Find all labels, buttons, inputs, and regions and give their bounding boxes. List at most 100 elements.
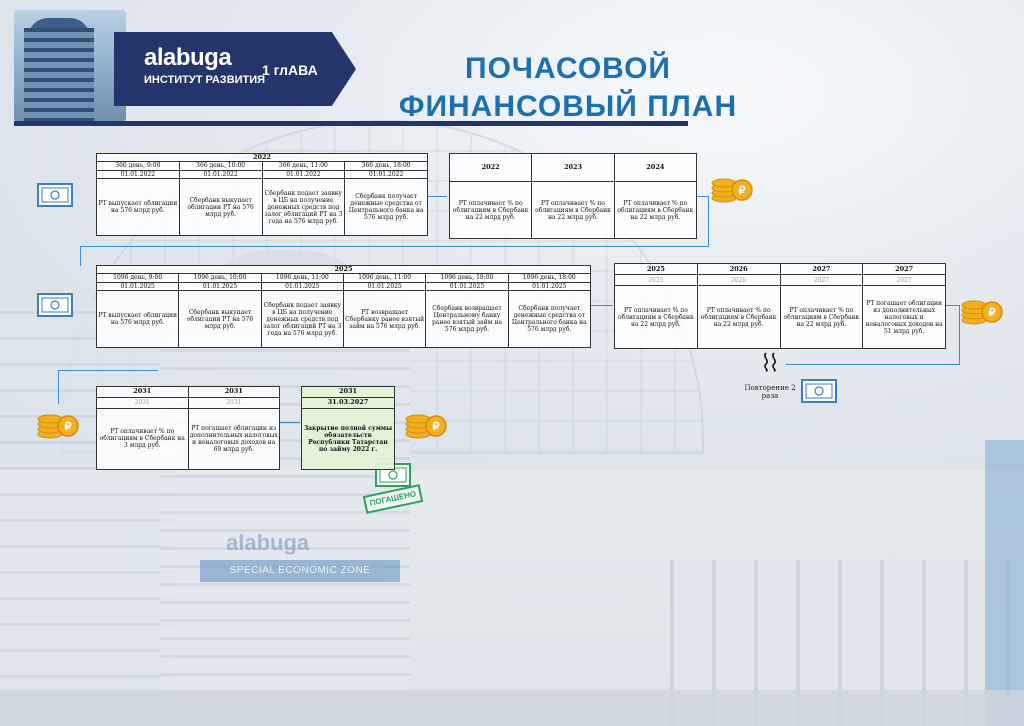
ghost-year-cell: 2031	[188, 397, 280, 408]
brand-name: alabuga	[144, 44, 231, 72]
time-cell: 1096 день, 9:00	[97, 274, 179, 282]
time-cell: 1096 день, 10:00	[179, 274, 261, 282]
event-cell: Сбербанк получает денежные средства от Ц…	[345, 179, 428, 236]
event-cell: Сбербанк подает заявку в ЦБ на получение…	[262, 179, 345, 236]
building-blue-facade	[985, 440, 1024, 726]
event-cell: РТ погашает облигации из дополнительных …	[188, 408, 280, 469]
connector	[280, 422, 300, 423]
event-cell: Сбербанк подает заявку в ЦБ на получение…	[261, 291, 343, 348]
connector	[946, 305, 960, 306]
coins-icon: ₽	[960, 290, 1004, 326]
time-cell: 1096 день, 18:00	[508, 274, 590, 282]
date-cell: 01.01.2025	[97, 282, 179, 290]
ghost-year-cell: 2026	[697, 275, 780, 286]
date-cell: 01.01.2025	[343, 282, 425, 290]
table-year: 2025	[97, 266, 591, 274]
date-cell: 01.01.2022	[97, 170, 180, 178]
table-interest-2025-2027: 2025 2026 2027 2027 2025 2026 2027 2027 …	[614, 263, 946, 349]
year-cell: 2031	[188, 387, 280, 398]
svg-text:₽: ₽	[739, 185, 746, 197]
coins-icon: ₽	[404, 404, 448, 440]
time-cell: 1096 день, 11:00	[343, 274, 425, 282]
event-cell: РТ оплачивает % по облигациям в Сбербанк…	[697, 286, 780, 349]
date-cell: 01.01.2025	[179, 282, 261, 290]
banknote-icon	[36, 290, 74, 320]
header-divider	[14, 121, 688, 126]
repeat-caption: Повторение 2 раза	[740, 384, 800, 400]
connector	[708, 196, 709, 246]
table-closing: 2031 31.03.2027 Закрытие полной суммы об…	[301, 386, 395, 470]
ghost-year-cell: 2027	[863, 275, 946, 286]
event-cell: Сбербанк выкупает облигации РТ на 576 мл…	[179, 179, 262, 236]
ghost-year-cell: 2025	[615, 275, 698, 286]
banknote-icon	[800, 376, 838, 406]
background-sign: SPECIAL ECONOMIC ZONE	[200, 560, 400, 582]
banknote-icon	[36, 180, 74, 210]
connector	[959, 305, 960, 365]
date-cell: 01.01.2025	[508, 282, 590, 290]
connector	[427, 196, 447, 197]
chapter-label: 1 глАВА	[262, 62, 318, 78]
coins-icon: ₽	[710, 168, 754, 204]
wavy-lines-icon	[762, 352, 780, 372]
year-cell: 2027	[780, 264, 863, 275]
event-cell: Сбербанк получает денежные средства от Ц…	[508, 291, 590, 348]
table-2022-hourly: 2022 366 день, 9:00 366 день, 10:00 366 …	[96, 153, 428, 236]
background-logo: alabuga	[226, 530, 386, 556]
table-interest-2022-2024: 2022 2023 2024 РТ оплачивает % по облига…	[449, 153, 697, 239]
table-2025-hourly: 2025 1096 день, 9:00 1096 день, 10:00 10…	[96, 265, 591, 348]
connector	[58, 370, 59, 404]
event-cell: РТ оплачивает % по облигациям в Сбербанк…	[780, 286, 863, 349]
event-cell: РТ оплачивает % по облигациям в Сбербанк…	[615, 286, 698, 349]
event-cell: РТ выпускает облигации на 576 млрд руб.	[97, 179, 180, 236]
coins-icon: ₽	[36, 404, 80, 440]
date-cell: 01.01.2022	[345, 170, 428, 178]
event-cell: РТ возвращает Сбербанку ранее взятый зай…	[343, 291, 425, 348]
event-cell: Закрытие полной суммы обязательств Респу…	[302, 408, 395, 469]
svg-text:₽: ₽	[433, 421, 440, 433]
ground	[0, 690, 1024, 726]
connector	[591, 305, 613, 306]
year-cell: 2025	[615, 264, 698, 275]
brand-subtitle: ИНСТИТУТ РАЗВИТИЯ	[144, 74, 265, 86]
connector	[58, 370, 158, 371]
time-cell: 366 день, 11:00	[262, 162, 345, 170]
time-cell: 366 день, 9:00	[97, 162, 180, 170]
connector	[80, 246, 81, 266]
date-cell: 01.01.2022	[179, 170, 262, 178]
year-cell: 2031	[302, 387, 395, 398]
svg-text:₽: ₽	[65, 421, 72, 433]
date-cell: 01.01.2022	[262, 170, 345, 178]
year-cell: 2024	[614, 154, 696, 182]
event-cell: Сбербанк выкупает облигации РТ на 576 мл…	[179, 291, 261, 348]
time-cell: 1096 день, 11:00	[261, 274, 343, 282]
time-cell: 1096 день, 18:00	[426, 274, 508, 282]
year-cell: 2031	[97, 387, 189, 398]
event-cell: РТ оплачивает % по облигациям в Сбербанк…	[450, 182, 532, 239]
connector	[786, 364, 960, 365]
time-cell: 366 день, 18:00	[345, 162, 428, 170]
date-cell: 31.03.2027	[302, 397, 395, 408]
event-cell: Сбербанк возвращает Центральному банку р…	[426, 291, 508, 348]
building-left	[0, 300, 175, 726]
year-cell: 2026	[697, 264, 780, 275]
event-cell: РТ оплачивает % по облигациям в Сбербанк…	[614, 182, 696, 239]
table-year: 2022	[97, 154, 428, 162]
date-cell: 01.01.2025	[261, 282, 343, 290]
ghost-year-cell: 2031	[97, 397, 189, 408]
year-cell: 2022	[450, 154, 532, 182]
date-cell: 01.01.2025	[426, 282, 508, 290]
title-line-1: ПОЧАСОВОЙ	[398, 50, 738, 88]
connector	[80, 246, 709, 247]
page-title: ПОЧАСОВОЙ ФИНАНСОВЫЙ ПЛАН	[398, 50, 738, 126]
tower	[160, 310, 410, 726]
table-2031: 2031 2031 2031 2031 РТ оплачивает % по о…	[96, 386, 280, 470]
header-photo	[14, 10, 126, 122]
year-cell: 2023	[532, 154, 614, 182]
event-cell: РТ выпускает облигации на 576 млрд руб.	[97, 291, 179, 348]
year-cell: 2027	[863, 264, 946, 275]
svg-text:₽: ₽	[989, 307, 996, 319]
event-cell: РТ погашает облигации из дополнительных …	[863, 286, 946, 349]
ghost-year-cell: 2027	[780, 275, 863, 286]
time-cell: 366 день, 10:00	[179, 162, 262, 170]
